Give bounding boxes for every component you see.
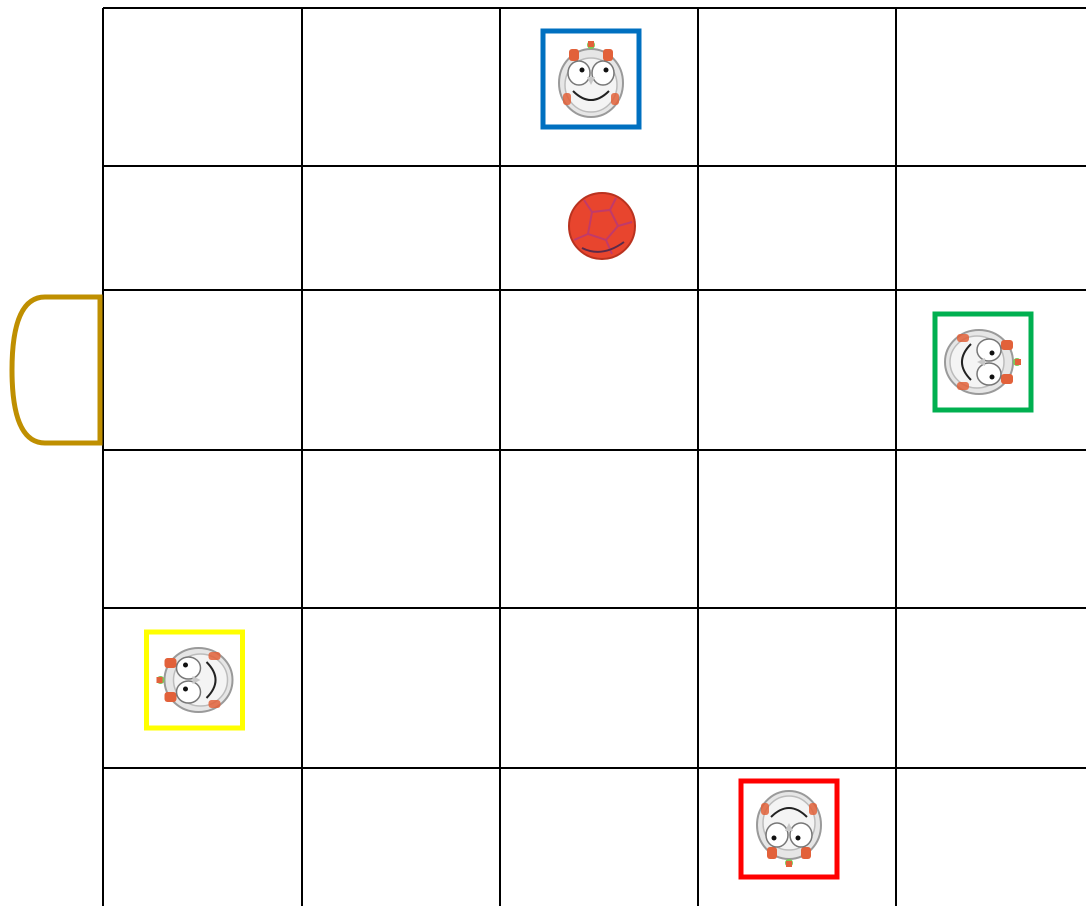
- robot-green: [935, 314, 1031, 410]
- robot-blue: [543, 31, 639, 127]
- soccer-ball-icon: [569, 193, 635, 259]
- robot-red: [741, 781, 837, 877]
- grid: [103, 8, 1086, 906]
- goal: [12, 297, 100, 443]
- ball: [569, 193, 635, 259]
- robot-yellow: [147, 632, 243, 728]
